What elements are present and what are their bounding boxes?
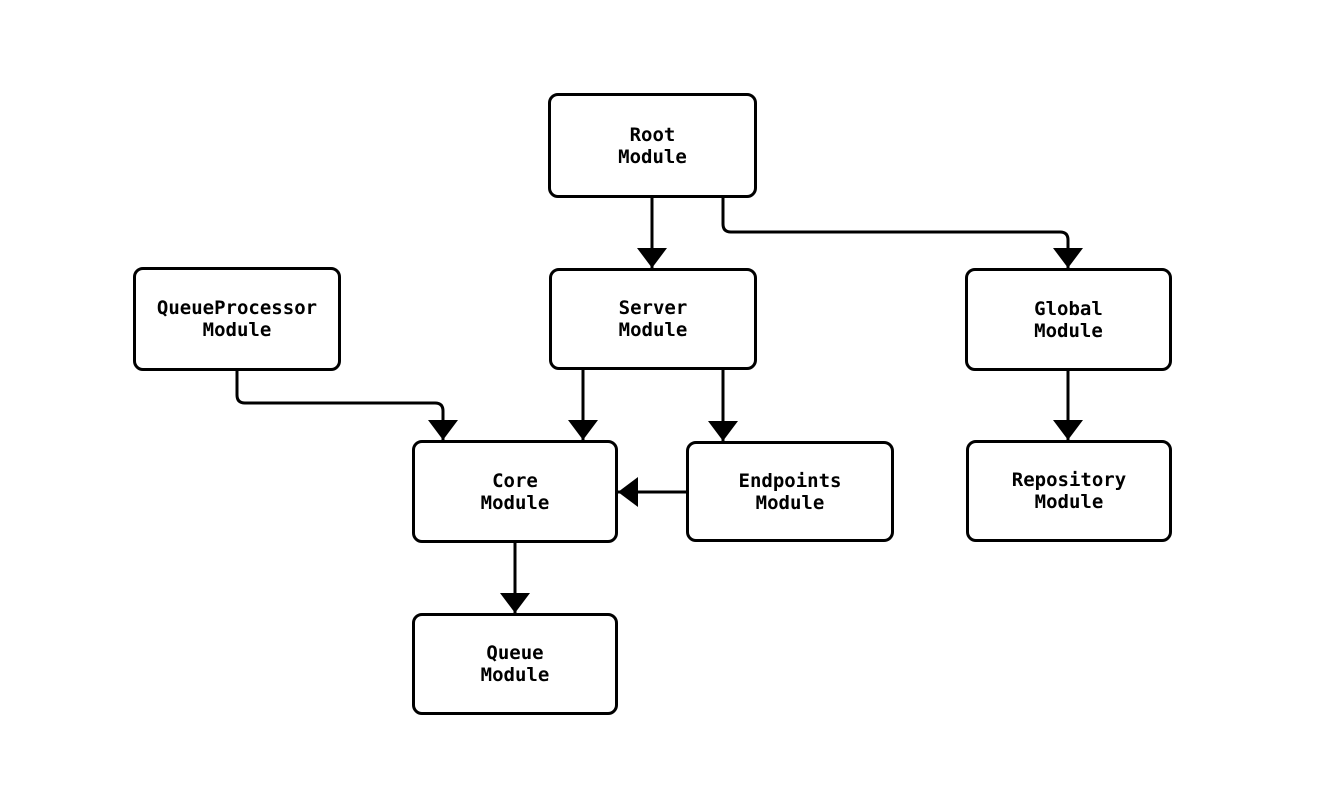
node-label-line: Module [202, 319, 272, 341]
node-label-line: Module [1034, 491, 1104, 513]
node-label-line: Endpoints [738, 469, 842, 492]
node-label-line: Module [618, 145, 687, 168]
node-label-line: Core [492, 469, 538, 492]
node-label-line: Root [629, 123, 676, 146]
node-label-line: Queue [486, 642, 544, 664]
node-label-line: Module [1034, 319, 1103, 342]
node-label-line: Module [755, 491, 825, 514]
edge-root-to-global [721, 198, 1083, 268]
node-label-line: Server [618, 297, 688, 319]
node-label-line: Module [480, 664, 550, 686]
node-label-line: Global [1034, 297, 1103, 320]
node-label-line: Module [618, 319, 688, 341]
edge-queueprocessor-to-core [235, 371, 458, 440]
node-label-line: QueueProcessor [156, 297, 318, 319]
node-label-line: Repository [1011, 469, 1127, 491]
node-label-line: Module [480, 491, 550, 514]
